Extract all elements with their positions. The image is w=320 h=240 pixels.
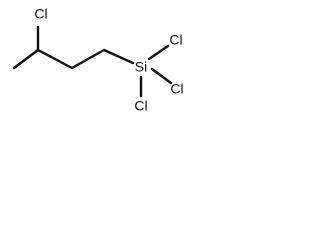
atom-cl-si-top: Cl <box>169 32 182 48</box>
chemical-structure: Cl Si Cl Cl Cl <box>12 6 184 114</box>
atom-cl-chain: Cl <box>34 6 47 22</box>
bond-methyl-ch <box>12 48 40 70</box>
atom-cl-si-right: Cl <box>170 81 183 97</box>
bond-si-cl-top <box>147 44 170 61</box>
bond-ch-ch2 <box>36 48 74 70</box>
bond-ch2-ch2 <box>70 48 106 70</box>
bond-si-cl-right <box>150 67 173 85</box>
bond-ch2-si <box>102 48 135 65</box>
atom-cl-si-bottom: Cl <box>134 98 147 114</box>
atom-si: Si <box>135 59 147 75</box>
